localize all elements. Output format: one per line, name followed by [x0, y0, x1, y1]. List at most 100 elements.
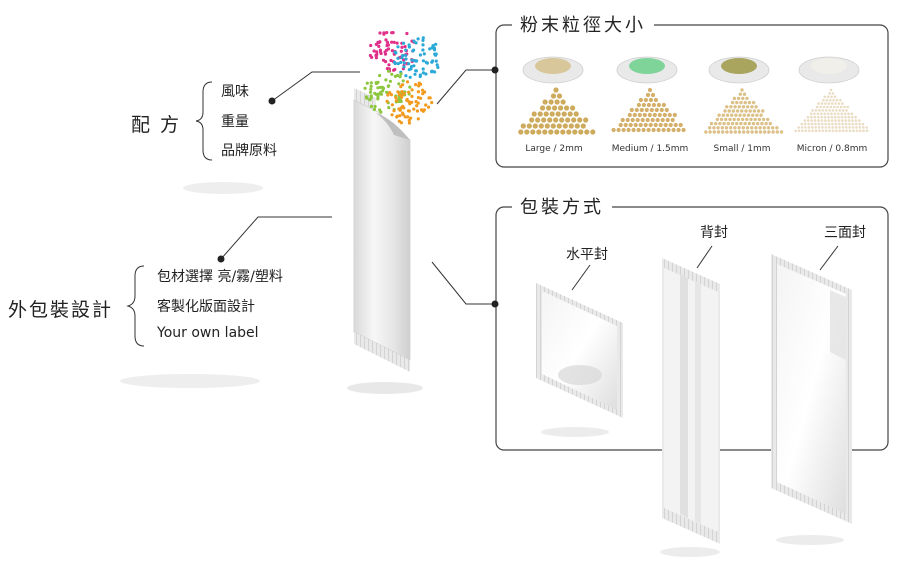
particle — [848, 122, 851, 126]
particle — [810, 119, 813, 122]
splash-dot — [365, 81, 369, 85]
splash-dot — [381, 86, 386, 90]
powder — [811, 58, 847, 74]
particle — [843, 112, 847, 116]
splash-dot — [404, 48, 408, 52]
splash-dot — [410, 58, 414, 62]
leader-to-particle — [436, 69, 495, 105]
splash-dot — [407, 100, 411, 104]
particle — [862, 126, 865, 129]
particle — [549, 111, 555, 117]
particle — [727, 109, 731, 113]
splash-dot — [399, 72, 403, 76]
particle — [858, 119, 861, 122]
particle — [830, 119, 834, 122]
particle — [652, 112, 657, 118]
packaging-item-material: 包材選擇 亮/霧/塑料 — [157, 269, 283, 285]
particle — [728, 117, 732, 122]
splash-dot — [421, 36, 425, 40]
splash-dot — [405, 80, 410, 84]
particle — [852, 129, 855, 133]
splash-dot — [415, 104, 419, 108]
particle — [820, 102, 824, 105]
splash-dot — [402, 41, 406, 45]
particle — [724, 117, 728, 122]
splash-dot — [421, 71, 425, 75]
particle — [580, 123, 586, 129]
particle — [752, 109, 757, 113]
particle — [817, 102, 820, 105]
particle — [573, 111, 579, 117]
splash-dot — [414, 100, 418, 104]
particle — [553, 87, 559, 93]
splash-dot — [392, 40, 396, 44]
particle — [724, 126, 729, 130]
splash-dot — [372, 49, 376, 53]
particle — [721, 130, 725, 134]
particle — [817, 122, 821, 126]
particle — [823, 115, 827, 119]
splash-dot — [385, 30, 389, 35]
particle — [678, 122, 683, 128]
particle — [518, 129, 524, 135]
particle — [816, 115, 820, 119]
particle — [810, 122, 814, 126]
splash-dot — [396, 62, 400, 66]
splash-dot — [428, 47, 432, 51]
splash-dot — [402, 61, 406, 65]
splash-dot — [373, 104, 377, 109]
particle — [634, 107, 639, 113]
particle — [750, 126, 754, 130]
splash-dot — [434, 59, 438, 63]
packaging-item-custom: 客製化版面設計 — [157, 299, 255, 315]
splash-dot — [393, 67, 397, 72]
splash-dot — [388, 91, 392, 95]
particle — [840, 112, 843, 116]
particle — [762, 126, 766, 130]
splash-dot — [402, 106, 406, 110]
particle — [807, 122, 810, 126]
particle — [848, 129, 852, 133]
splash-dot — [407, 121, 411, 125]
splash-dot — [390, 113, 394, 117]
particle — [712, 126, 716, 130]
particle — [824, 129, 828, 133]
splash-dot — [424, 72, 428, 76]
splash-dot — [405, 97, 409, 102]
particle — [834, 102, 837, 105]
pack-type-three-side: 三面封 — [824, 225, 866, 241]
particle — [567, 111, 573, 117]
splash-dot — [374, 92, 378, 96]
particle — [841, 129, 845, 133]
particle — [584, 129, 590, 135]
particle — [653, 97, 659, 103]
particle — [837, 119, 841, 122]
particle — [761, 109, 765, 113]
particle — [830, 115, 834, 119]
splash-dot — [433, 48, 437, 52]
particle — [642, 112, 647, 118]
splash-dot — [396, 56, 400, 60]
splash-dot — [409, 67, 413, 71]
particle — [851, 126, 855, 129]
particle-size-title: 粉末粒徑大小 — [512, 11, 654, 37]
splash-dot — [384, 38, 388, 42]
particle — [732, 96, 737, 101]
particle — [813, 115, 817, 119]
particle — [709, 121, 714, 126]
particle — [571, 117, 577, 123]
particle — [541, 117, 547, 123]
splash-dot — [406, 115, 410, 119]
particle — [750, 130, 754, 134]
splash-dot — [368, 98, 372, 102]
particle — [637, 112, 642, 118]
particle — [721, 113, 725, 117]
splash-dot — [394, 96, 398, 100]
splash-dot — [400, 56, 404, 60]
splash-dot — [403, 115, 407, 119]
splash-dot — [407, 90, 411, 94]
particle — [708, 130, 712, 134]
particle — [560, 99, 566, 105]
particle — [843, 105, 846, 109]
particle — [643, 97, 649, 103]
